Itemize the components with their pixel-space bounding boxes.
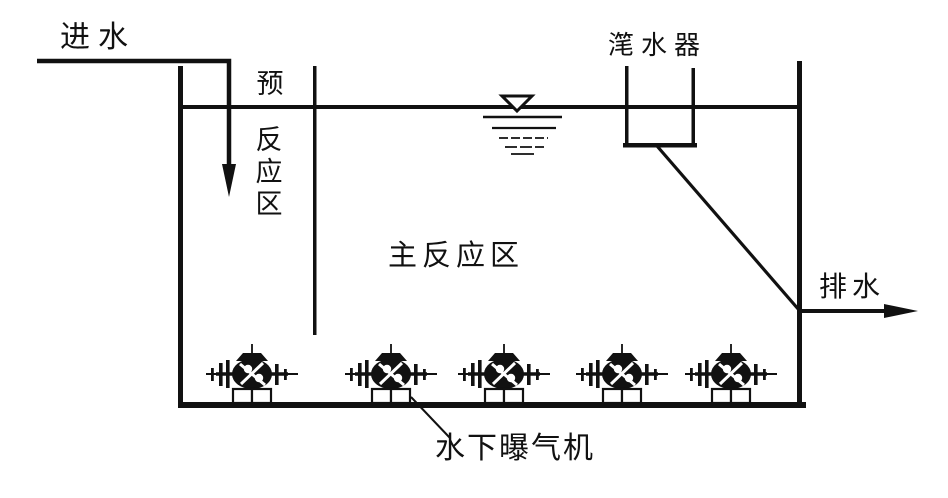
decanter-outlet-pipe: [655, 144, 801, 312]
submerged-aerator-icon-5: [683, 344, 779, 404]
tank-walls: [178, 61, 806, 408]
inlet-pipe: [37, 58, 236, 197]
submerged-aerator-icon-2: [343, 344, 439, 404]
outlet-label: 排水: [819, 271, 886, 302]
tank-floor: [178, 402, 806, 408]
partition-wall: [313, 66, 317, 335]
pre-reaction-zone-label: 预 反应区: [254, 70, 286, 220]
water-surface-line: [183, 105, 797, 109]
submerged-aerator-icon-4: [574, 344, 670, 404]
water-level-icon: [483, 94, 562, 155]
outlet-arrow-icon: [884, 304, 918, 318]
submerged-aerator-icon-1: [204, 344, 300, 404]
tank-left-wall: [178, 66, 183, 407]
submerged-aerator-icon-3: [456, 344, 552, 404]
inlet-label: 进水: [60, 21, 136, 54]
main-reaction-zone-label: 主反应区: [388, 240, 525, 272]
pre-reaction-zone-label-line1: 预: [256, 69, 284, 99]
inlet-arrow-icon: [222, 164, 236, 197]
outlet-pipe: [801, 304, 918, 318]
decanter-label: 滗水器: [608, 30, 708, 60]
decanter-shape: [623, 66, 697, 148]
tank-right-wall: [797, 61, 802, 408]
aerator-label: 水下曝气机: [435, 432, 595, 465]
pre-reaction-zone-label-line2: 反应区: [255, 125, 283, 219]
aerator-label-leader-line: [410, 396, 451, 439]
